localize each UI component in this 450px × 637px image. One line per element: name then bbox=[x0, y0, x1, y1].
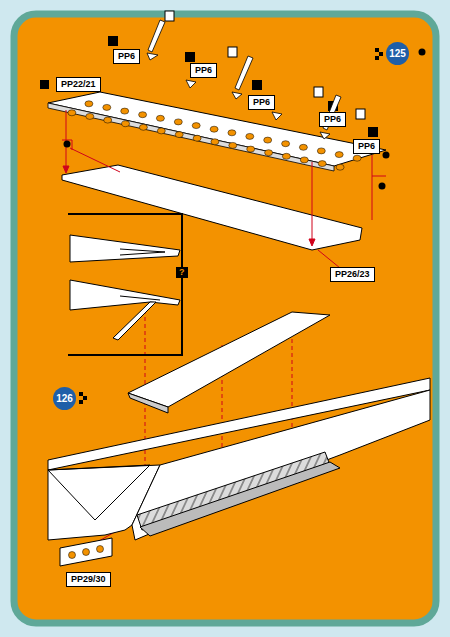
hole bbox=[157, 128, 165, 134]
hole bbox=[192, 123, 200, 129]
step-icons bbox=[79, 48, 383, 404]
part-label: ? bbox=[179, 267, 185, 277]
hole bbox=[211, 139, 219, 145]
step-label: 125 bbox=[389, 48, 406, 59]
hole bbox=[299, 144, 307, 150]
hole bbox=[246, 133, 254, 139]
part-number-box: PP6 bbox=[190, 63, 217, 78]
hole bbox=[265, 150, 273, 156]
hole bbox=[228, 130, 236, 136]
hole bbox=[229, 142, 237, 148]
hole bbox=[353, 155, 361, 161]
part-number-box: PP22/21 bbox=[56, 77, 101, 92]
part-label: PP29/30 bbox=[71, 574, 106, 584]
part-number-box: PP6 bbox=[113, 49, 140, 64]
hole bbox=[139, 124, 147, 130]
hole bbox=[86, 113, 94, 119]
query-box: ? bbox=[176, 267, 188, 278]
part-number-box: PP6 bbox=[248, 95, 275, 110]
hole bbox=[247, 146, 255, 152]
part-label: PP26/23 bbox=[335, 269, 370, 279]
lower-sheet bbox=[62, 165, 362, 250]
pins bbox=[147, 20, 341, 139]
hole bbox=[282, 141, 290, 147]
part-label: PP6 bbox=[118, 51, 135, 61]
hole bbox=[104, 117, 112, 123]
hole bbox=[336, 164, 344, 170]
part-number-box: PP6 bbox=[353, 139, 380, 154]
page-frame bbox=[14, 14, 436, 623]
wing-section bbox=[48, 378, 430, 540]
step-label: 126 bbox=[56, 393, 73, 404]
hole bbox=[122, 121, 130, 127]
airbrake-flap bbox=[128, 312, 330, 413]
hole bbox=[317, 148, 325, 154]
step-number: 126 bbox=[53, 387, 76, 410]
part-label: PP6 bbox=[253, 97, 270, 107]
perforated-plate bbox=[48, 92, 386, 171]
part-label: PP22/21 bbox=[61, 79, 96, 89]
hole bbox=[174, 119, 182, 125]
hole bbox=[103, 104, 111, 110]
detail-inset bbox=[68, 214, 182, 355]
part-label: PP6 bbox=[324, 114, 341, 124]
part-number-box: PP6 bbox=[319, 112, 346, 127]
part-label: PP6 bbox=[358, 141, 375, 151]
hole bbox=[175, 132, 183, 138]
hole bbox=[318, 161, 326, 167]
hole bbox=[282, 153, 290, 159]
hole bbox=[85, 101, 93, 107]
hole bbox=[68, 110, 76, 116]
hole bbox=[264, 137, 272, 143]
hole bbox=[210, 126, 218, 132]
hole bbox=[156, 115, 164, 121]
hole bbox=[193, 135, 201, 141]
hole bbox=[335, 152, 343, 158]
small-part bbox=[60, 538, 112, 566]
instruction-icons bbox=[40, 11, 378, 137]
step-number: 125 bbox=[386, 42, 409, 65]
part-number-box: PP29/30 bbox=[66, 572, 111, 587]
hole bbox=[139, 112, 147, 118]
hole bbox=[121, 108, 129, 114]
part-number-box: PP26/23 bbox=[330, 267, 375, 282]
hole bbox=[300, 157, 308, 163]
part-label: PP6 bbox=[195, 65, 212, 75]
